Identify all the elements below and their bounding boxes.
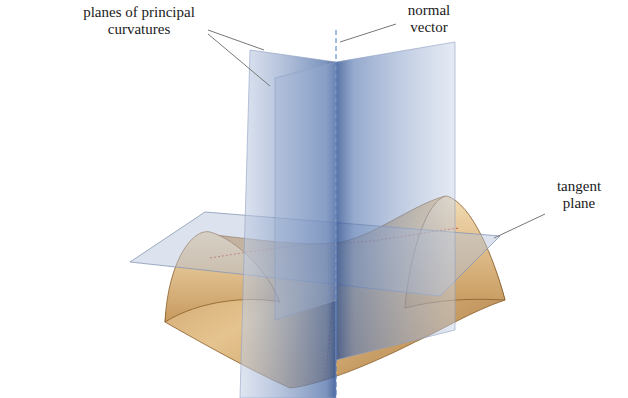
leader-line	[208, 30, 264, 50]
principal-plane	[336, 42, 455, 360]
principal-plane	[275, 62, 336, 320]
leader-line	[340, 24, 396, 42]
callout-label: tangent plane	[543, 178, 615, 212]
principal-plane	[240, 50, 336, 398]
leader-line	[208, 34, 270, 86]
callout-label: normal vector	[394, 2, 464, 36]
leader-line	[494, 214, 545, 238]
callout-label: planes of principal curvatures	[72, 4, 206, 38]
normal-line	[336, 30, 337, 398]
